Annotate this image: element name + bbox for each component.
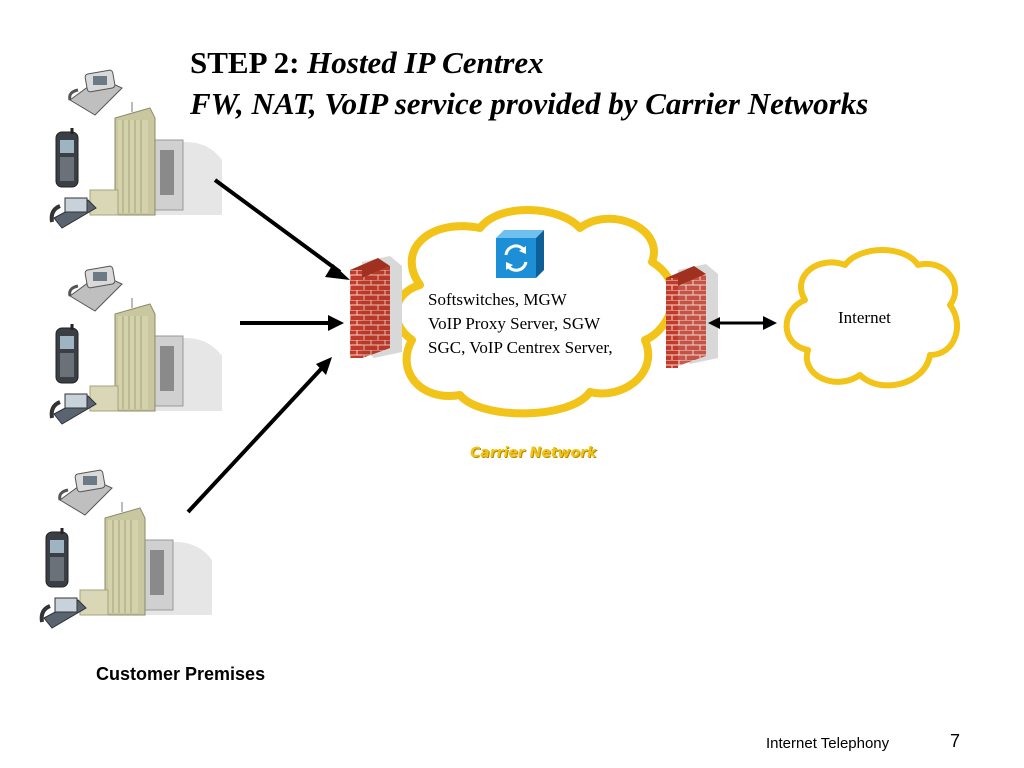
- arrow-site-3: [186, 357, 332, 514]
- office-building-icon: [79, 501, 213, 616]
- customer-site-2: [49, 264, 223, 426]
- internet-link-arrow: [708, 316, 777, 330]
- office-building-icon: [89, 101, 223, 216]
- ip-phone-icon: [39, 596, 88, 630]
- customer-site-3: [39, 468, 213, 630]
- firewall-left-icon: [350, 256, 402, 358]
- slide-subtitle: FW, NAT, VoIP service provided by Carrie…: [190, 86, 869, 121]
- firewall-right-icon: [666, 264, 718, 368]
- desk-phone-icon: [68, 264, 124, 313]
- page-number: 7: [950, 731, 961, 751]
- arrow-site-1: [213, 178, 350, 280]
- customer-site-1: [49, 68, 223, 230]
- internet-label: Internet: [838, 308, 891, 327]
- softswitch-icon: [496, 230, 544, 278]
- arrow-site-2: [240, 315, 344, 331]
- ip-phone-icon: [49, 392, 98, 426]
- internet-cloud: [783, 247, 961, 389]
- cell-phone-icon: [44, 526, 70, 589]
- customer-premises-label: Customer Premises: [96, 664, 266, 684]
- cell-phone-icon: [54, 322, 80, 385]
- slide-title: STEP 2: Hosted IP Centrex FW, NAT, VoIP …: [190, 42, 868, 124]
- desk-phone-icon: [58, 468, 114, 517]
- carrier-line-3: SGC, VoIP Centrex Server,: [428, 338, 613, 357]
- cell-phone-icon: [54, 126, 80, 189]
- title-prefix: STEP 2:: [190, 45, 300, 80]
- connection-arrows: [186, 178, 350, 514]
- carrier-network-cloud: [391, 206, 677, 418]
- title-italic: Hosted IP Centrex: [307, 45, 544, 80]
- carrier-network-label: Carrier Network: [470, 445, 597, 461]
- desk-phone-icon: [68, 68, 124, 117]
- carrier-line-1: Softswitches, MGW: [428, 290, 567, 309]
- ip-phone-icon: [49, 196, 98, 230]
- carrier-services-text: Softswitches, MGW VoIP Proxy Server, SGW…: [428, 288, 613, 360]
- carrier-line-2: VoIP Proxy Server, SGW: [428, 314, 601, 333]
- footer-title: Internet Telephony: [766, 735, 890, 752]
- office-building-icon: [89, 297, 223, 412]
